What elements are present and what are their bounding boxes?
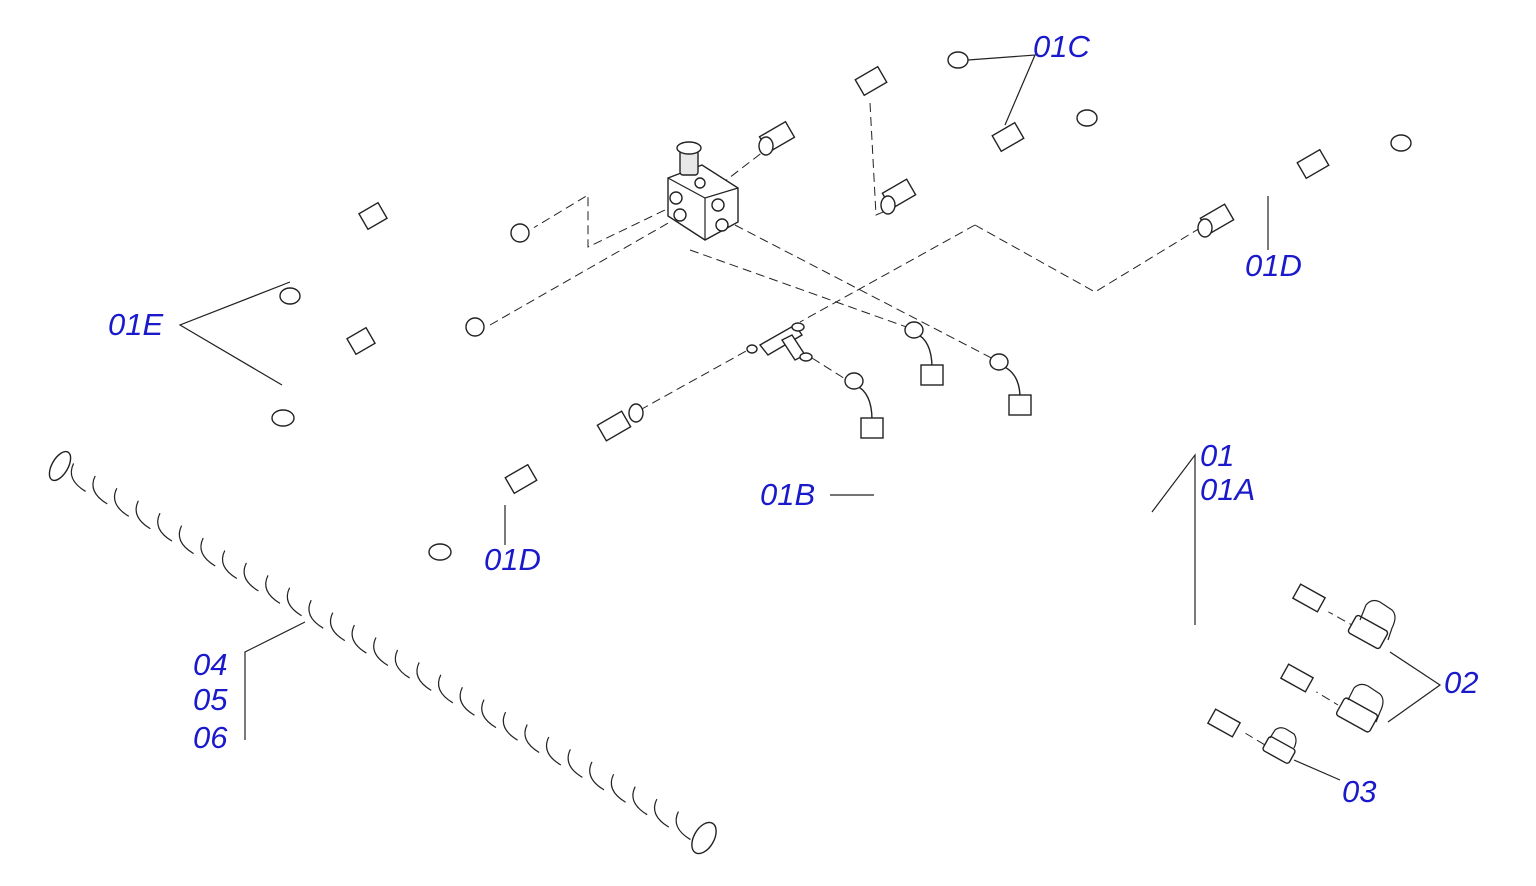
- callout-01d-bottom: 01D: [484, 542, 541, 577]
- connection-lines: [489, 102, 1353, 746]
- callout-01e: 01E: [108, 307, 163, 342]
- spiral-coil: [135, 500, 151, 530]
- spiral-coil: [351, 624, 367, 654]
- spiral-coil: [243, 562, 259, 592]
- spiral-coil: [113, 488, 130, 517]
- spiral-coil: [178, 525, 194, 555]
- spiral-coil: [286, 587, 302, 617]
- callouts: 01C 01D 01E 01 01A 01B 01D 02 03 04 05 0…: [108, 29, 1478, 809]
- coupler-03: [1262, 727, 1297, 764]
- spiral-coil: [610, 773, 626, 803]
- spiral-coil: [394, 649, 410, 679]
- spiral-coil: [545, 736, 562, 766]
- callout-01d-top: 01D: [1245, 248, 1302, 283]
- callout-01c: 01C: [1033, 29, 1090, 64]
- spiral-coil: [265, 575, 281, 604]
- hose-01b: [844, 372, 1246, 741]
- spiral-coil: [200, 537, 216, 567]
- spiral-coil: [459, 686, 475, 716]
- spiral-coil: [92, 475, 108, 505]
- spiral-coil: [221, 550, 238, 579]
- tee-fitting: [746, 322, 813, 362]
- manifold-block: [667, 141, 739, 241]
- hose-01e-upper: [279, 138, 536, 305]
- hose-01: [989, 353, 1330, 616]
- coupler-02-lower: [1335, 683, 1384, 733]
- spiral-coil: [675, 811, 691, 841]
- callout-06: 06: [193, 720, 228, 755]
- callout-05: 05: [193, 682, 228, 717]
- callout-01a: 01A: [1200, 472, 1255, 507]
- spiral-coil: [329, 612, 346, 642]
- spiral-coil: [70, 463, 86, 492]
- spiral-coil: [157, 512, 173, 542]
- hose-01e-lower: [271, 288, 486, 427]
- hose-01a: [904, 321, 1318, 696]
- hose-01c-upper: [758, 39, 970, 156]
- spiral-coil: [308, 599, 324, 629]
- spiral-coil: [589, 761, 605, 791]
- spiral-coil: [373, 637, 389, 667]
- callout-03: 03: [1342, 774, 1376, 809]
- callout-04: 04: [193, 647, 227, 682]
- leader-lines: [178, 54, 1442, 781]
- spiral-coil: [632, 786, 648, 816]
- callout-01: 01: [1200, 438, 1234, 473]
- hose-01c-lower: [880, 91, 1098, 215]
- spiral-coil: [567, 749, 583, 778]
- spiral-coil: [653, 798, 670, 828]
- hose-01d-lower: [428, 403, 644, 561]
- callout-01b: 01B: [760, 477, 815, 512]
- spiral-coil: [416, 662, 432, 691]
- coupler-02-upper: [1347, 599, 1396, 650]
- spiral-coil: [524, 724, 540, 754]
- callout-02: 02: [1444, 665, 1478, 700]
- spiral-coils: [70, 463, 691, 841]
- spiral-coil: [481, 699, 497, 729]
- spiral-wrap-tube: [43, 450, 721, 855]
- hose-01d-upper: [1197, 118, 1412, 238]
- spiral-coil: [502, 711, 518, 741]
- spiral-coil: [437, 674, 454, 704]
